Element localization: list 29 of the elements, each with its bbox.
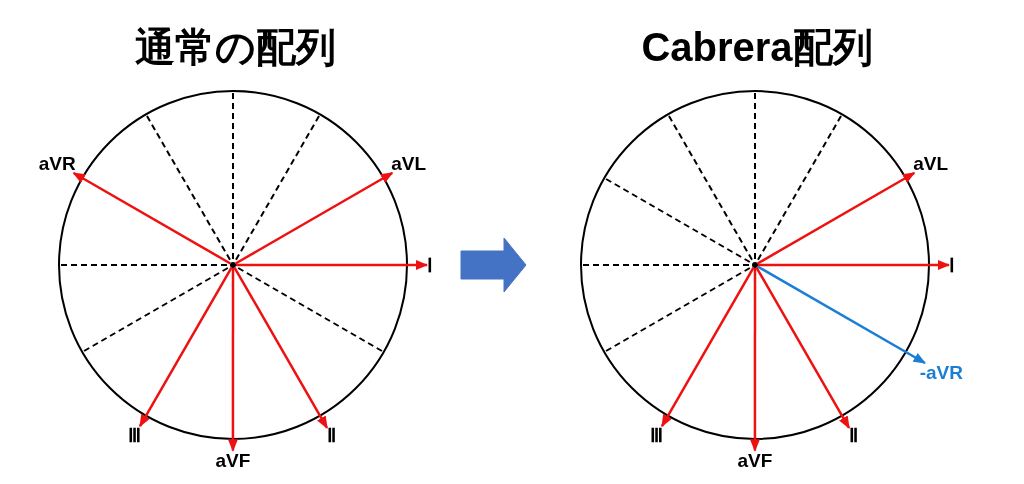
panel-title: Cabrera配列 [641, 27, 873, 67]
block-arrow [460, 237, 527, 293]
panel-title: 通常の配列 [134, 27, 336, 67]
lead-label: Ⅰ [949, 255, 955, 275]
lead-label: aVL [913, 154, 949, 173]
arrow [138, 266, 233, 428]
lead-label: Ⅱ [849, 426, 858, 446]
lead-label: -aVR [919, 363, 963, 382]
arrow [233, 266, 329, 429]
arrow [758, 260, 951, 270]
arrow [756, 171, 916, 265]
arrow [756, 265, 926, 365]
lead-label: aVL [391, 154, 427, 173]
arrow [749, 268, 760, 452]
arrow [234, 171, 394, 265]
center-point [752, 262, 758, 268]
lead-label: aVF [737, 450, 773, 470]
lead-label: Ⅱ [327, 426, 336, 446]
lead-label: aVF [215, 450, 251, 470]
arrow [236, 260, 429, 270]
arrow [660, 266, 755, 428]
lead-label: Ⅲ [128, 426, 141, 446]
lead-label: Ⅰ [427, 255, 433, 275]
lead-label: aVR [38, 154, 76, 173]
lead-label: Ⅲ [650, 426, 663, 446]
arrow [755, 266, 851, 429]
center-point [230, 262, 236, 268]
arrow [72, 171, 232, 265]
arrow [227, 268, 238, 452]
